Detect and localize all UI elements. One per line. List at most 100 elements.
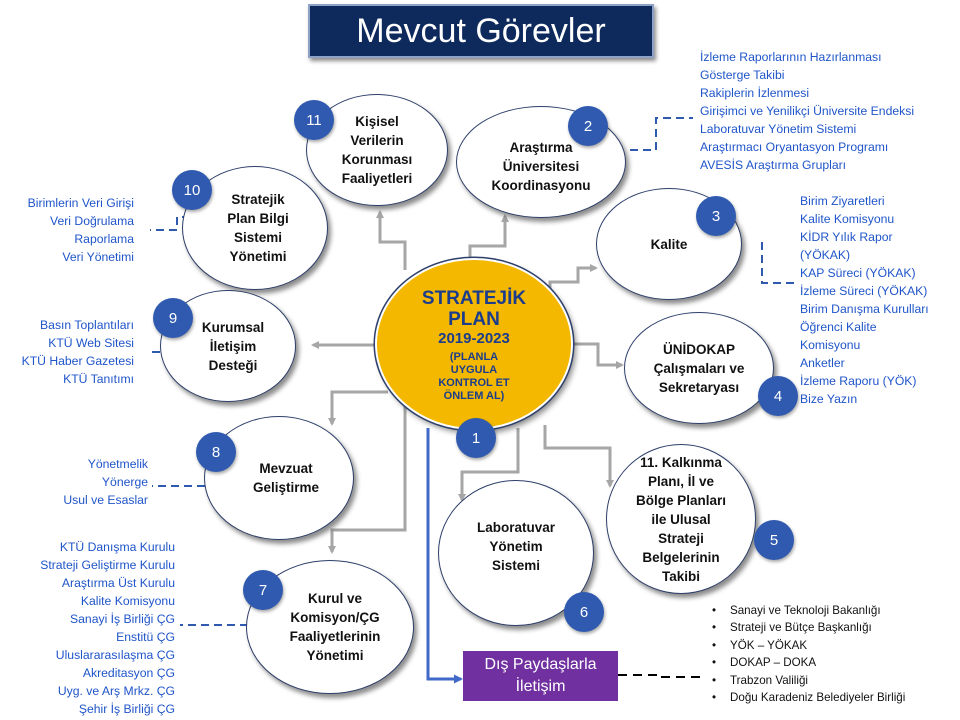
list-item: Araştırma Üst Kurulu [61,576,175,590]
quality-task-list: Birim Ziyaretleri Kalite Komisyonu KİDR … [800,192,929,408]
connector-to-node-8 [328,390,388,426]
center-line-3: 2019-2023 [438,330,510,347]
list-item: Yönetmelik [87,457,148,471]
list-item: KTÜ Tanıtımı [63,372,134,386]
list-item: İzleme Raporu (YÖK) [800,374,917,388]
list-item: Basın Toplantıları [40,318,134,332]
list-item: Rakiplerin İzlenmesi [700,86,810,100]
list-item: Komisyonu [800,338,861,352]
node-label-line: Faaliyetleri [341,171,413,186]
list-item: İzleme Süreci (YÖKAK) [800,284,928,298]
node-label-line: Stratejik [231,192,285,207]
list-item: KİDR Yılık Rapor [800,230,893,244]
list-item: Yönerge [101,475,148,489]
center-sub-line: (PLANLA [449,351,499,363]
center-sub-line: UYGULA [450,364,498,376]
node-label-line: Desteği [208,357,258,373]
center-line-2: PLAN [448,309,500,330]
node-label-line: Üniversitesi [502,158,580,174]
list-item: Enstitü ÇG [116,630,175,644]
node-label-line: Belgelerinin [642,549,720,565]
node-label-line: Strateji [658,530,704,546]
list-item: Araştırmacı Oryantasyon Programı [700,140,889,154]
node-label-line: Sistemi [233,230,282,245]
dash-node-3-list [761,242,795,284]
list-item: Öğrenci Kalite [800,320,877,334]
list-item: İzleme Raporlarının Hazırlanması [700,50,882,64]
list-item: AVESİS Araştırma Grupları [700,158,847,172]
node-label-line: Yönetim [489,538,543,554]
node-label-line: Faaliyetlerinin [289,629,381,644]
communication-task-list: Basın Toplantıları KTÜ Web Sitesi KTÜ Ha… [22,316,134,388]
center-sub-line: ÖNLEM AL) [443,390,505,402]
node-label-line: Yönetimi [229,249,287,264]
list-item: Kalite Komisyonu [80,594,175,608]
node-label-line: Geliştirme [252,480,320,495]
node-label-line: Bölge Planları [635,492,727,508]
node-label-line: Verilerin [350,133,404,148]
list-item: (YÖKAK) [800,248,851,262]
node-label-line: Kurumsal [201,319,265,335]
node-personal-data-protection[interactable]: Kişisel Verilerin Korunması Faaliyetleri [306,94,448,206]
list-item: Birimlerin Veri Girişi [27,196,134,210]
list-item: Strateji Geliştirme Kurulu [40,558,175,572]
node-strategic-plan-info-system[interactable]: Stratejik Plan Bilgi Sistemi Yönetimi [182,166,328,290]
strategic-plan-center-node[interactable]: STRATEJİK PLAN 2019-2023 (PLANLA UYGULA … [375,258,573,430]
connector-to-node-11 [376,210,407,270]
badge-4: 4 [758,376,798,416]
list-item: Şehir İş Birliği ÇG [78,702,175,716]
external-stakeholder-list: Sanayi ve Teknoloji Bakanlığı Strateji v… [708,602,905,706]
node-board-commission-management[interactable]: Kurul ve Komisyon/ÇG Faaliyetlerinin Yön… [246,560,414,694]
list-item: Veri Yönetimi [62,250,134,264]
node-label-line: ile Ulusal [651,511,711,527]
legislation-task-list: Yönetmelik Yönerge Usul ve Esaslar [63,455,148,509]
node-label-line: Araştırma [509,139,573,155]
node-label-line: Kişisel [355,114,399,129]
connector-to-node-4 [568,342,624,369]
center-line-1: STRATEJİK [421,288,527,309]
node-label-line: Takibi [661,568,700,584]
list-item: Veri Doğrulama [50,214,134,228]
node-label-line: Mevzuat [259,461,313,476]
list-item: Strateji ve Bütçe Başkanlığı [708,619,905,636]
list-item: YÖK – YÖKAK [708,637,905,654]
badge-6: 6 [564,592,604,632]
connector-to-node-7 [328,400,407,554]
external-stakeholder-communication-box[interactable]: Dış Paydaşlarla İletişim [463,651,618,701]
list-item: Laboratuvar Yönetim Sistemi [700,122,857,136]
node-label-line: Komisyon/ÇG [290,610,380,625]
badge-3: 3 [696,196,736,236]
list-item: Doğu Karadeniz Belediyeler Birliği [708,689,905,706]
node-label-line: Sistemi [491,557,541,573]
node-label-line: Koordinasyonu [491,177,591,193]
boards-task-list: KTÜ Danışma Kurulu Strateji Geliştirme K… [40,538,175,718]
node-label-line: Çalışmaları ve [653,360,745,376]
research-coordination-task-list: İzleme Raporlarının Hazırlanması Gösterg… [700,48,914,174]
list-item: Usul ve Esaslar [63,493,148,507]
list-item: KTÜ Web Sitesi [48,336,134,350]
list-item: Kalite Komisyonu [800,212,895,226]
list-item: Anketler [800,356,845,370]
node-label-line: ÜNİDOKAP [662,341,735,357]
page-title: Mevcut Görevler [308,4,654,58]
list-item: DOKAP – DOKA [708,654,905,671]
list-item: KAP Süreci (YÖKAK) [800,266,916,280]
node-label-line: Sekretaryası [658,379,740,395]
node-label-line: Plan Bilgi [227,211,289,226]
node-unidokap[interactable]: ÜNİDOKAP Çalışmaları ve Sekretaryası [624,312,774,424]
node-label-line: Kurul ve [307,591,362,606]
list-item: Gösterge Takibi [700,68,785,82]
connector-to-node-3 [548,264,598,294]
badge-7: 7 [243,570,283,610]
node-development-plan-tracking[interactable]: 11. Kalkınma Planı, İl ve Bölge Planları… [606,444,756,594]
badge-9: 9 [153,298,193,338]
badge-10: 10 [172,170,212,210]
center-sub-line: KONTROL ET [438,377,510,389]
node-label-line: Laboratuvar [476,519,556,535]
node-label-line: Yönetimi [306,648,364,663]
connector-to-external [426,428,463,684]
list-item: Sanayi İş Birliği ÇG [70,612,175,626]
list-item: Girişimci ve Yenilikçi Üniversite Endeks… [700,104,915,118]
badge-1: 1 [456,418,496,458]
